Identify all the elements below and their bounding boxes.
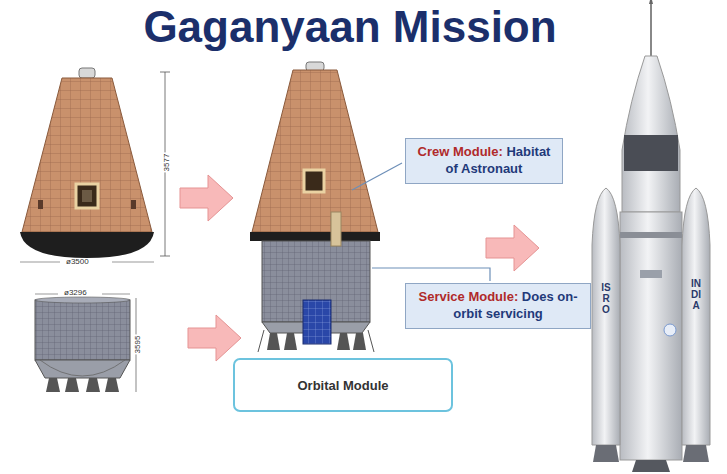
box-heading: Service Module: xyxy=(419,289,519,304)
service-module xyxy=(35,294,136,392)
dimension: 3595 xyxy=(133,335,142,355)
dimension: 3577 xyxy=(162,153,171,173)
diagram-title: Gaganyaan Mission xyxy=(80,2,620,52)
dimension: ø3296 xyxy=(64,288,87,297)
box-heading: Orbital Module xyxy=(298,378,389,393)
orbital-module-stack xyxy=(250,62,380,352)
module-box: Orbital Module xyxy=(233,358,453,412)
rocket-marking: INDIA xyxy=(691,278,701,311)
callout-box: Crew Module: Habitat of Astronaut xyxy=(405,138,563,184)
crew-capsule xyxy=(20,68,170,262)
rocket-marking: ISRO xyxy=(601,282,611,315)
callout-box: Service Module: Does on-orbit servicing xyxy=(405,283,591,329)
launch-vehicle xyxy=(592,0,710,472)
box-heading: Crew Module: xyxy=(418,144,503,159)
dimension: ø3500 xyxy=(66,257,89,266)
